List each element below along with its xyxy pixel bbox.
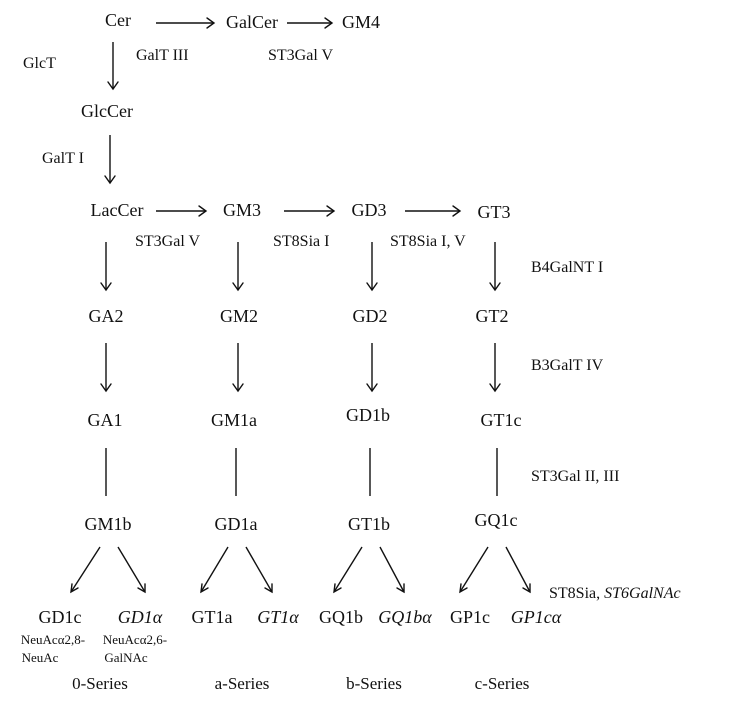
- node-gd1b: GD1b: [346, 405, 390, 425]
- node-gm1b: GM1b: [84, 514, 131, 534]
- enzyme-galt3: GalT III: [136, 47, 189, 64]
- arrow-gm2-gm1a: [232, 343, 244, 393]
- node-gq1b: GQ1b: [319, 607, 363, 627]
- arrow-gt1b-gq1balpha: [379, 546, 405, 594]
- node-gt3: GT3: [478, 202, 511, 222]
- arrow-gm1b-gd1c: [70, 546, 101, 594]
- arrow-gm3-gd3: [284, 205, 336, 217]
- arrow-gm3-gm2: [232, 242, 244, 292]
- arrow-glccer-laccer: [104, 135, 116, 185]
- enzyme-st3gal5: ST3Gal V: [135, 233, 200, 250]
- node-gt1c: GT1c: [481, 410, 522, 430]
- enzyme-st3gal23: ST3Gal II, III: [531, 468, 619, 485]
- node-gt1b: GT1b: [348, 514, 390, 534]
- node-gd3: GD3: [352, 200, 387, 220]
- note-gd1alpha-line1: NeuAcα2,6-: [103, 632, 167, 647]
- arrow-cer-galcer: [156, 17, 216, 29]
- arrow-gt1b-gq1b: [333, 546, 363, 594]
- arrow-gq1c-gp1calpha: [505, 546, 531, 594]
- node-gp1c: GP1c: [450, 607, 490, 627]
- node-gt1alpha: GT1α: [257, 607, 299, 627]
- arrow-gd3-gt3: [405, 205, 462, 217]
- enzyme-galt1: GalT I: [42, 150, 84, 167]
- node-gm4: GM4: [342, 12, 380, 32]
- node-gm1a: GM1a: [211, 410, 257, 430]
- enzyme-st8sia-st6galnac: ST8Sia, ST6GalNAc: [549, 585, 681, 602]
- arrow-gt2-gt1c: [489, 343, 501, 393]
- series-label-a: a-Series: [215, 674, 270, 693]
- enzyme-st6galnac: ST6GalNAc: [604, 585, 680, 602]
- node-gm2: GM2: [220, 306, 258, 326]
- arrow-gd1a-gt1a: [200, 546, 229, 594]
- arrow-gq1c-gp1c: [459, 546, 489, 594]
- arrow-gd2-gd1b: [366, 343, 378, 393]
- node-gd1a: GD1a: [215, 514, 258, 534]
- arrow-ga2-ga1: [100, 343, 112, 393]
- node-cer: Cer: [105, 10, 131, 30]
- node-gd2: GD2: [353, 306, 388, 326]
- enzyme-glct: GlcT: [23, 55, 56, 72]
- enzyme-st8sia15: ST8Sia I, V: [390, 233, 466, 250]
- node-laccer: LacCer: [91, 200, 144, 220]
- note-gd1c-line1: NeuAcα2,8-: [21, 632, 85, 647]
- arrow-gt3-gt2: [489, 242, 501, 292]
- node-ga2: GA2: [89, 306, 124, 326]
- node-gd1c: GD1c: [39, 607, 82, 627]
- arrow-laccer-ga2: [100, 242, 112, 292]
- node-ga1: GA1: [88, 410, 123, 430]
- arrow-gm1b-gd1alpha: [117, 546, 146, 594]
- node-gt1a: GT1a: [192, 607, 233, 627]
- node-glccer: GlcCer: [81, 101, 133, 121]
- enzyme-b3galt4: B3GalT IV: [531, 357, 604, 374]
- node-gq1c: GQ1c: [475, 510, 518, 530]
- arrow-laccer-gm3: [156, 205, 208, 217]
- node-gp1calpha: GP1cα: [511, 607, 562, 627]
- node-gd1alpha: GD1α: [118, 607, 163, 627]
- series-label-b: b-Series: [346, 674, 402, 693]
- arrow-gd3-gd2: [366, 242, 378, 292]
- series-label-c: c-Series: [475, 674, 530, 693]
- note-gd1c-line2: NeuAc: [22, 650, 59, 665]
- note-gd1alpha-line2: GalNAc: [104, 650, 148, 665]
- arrow-gd1a-gt1alpha: [245, 546, 273, 594]
- arrow-cer-glccer: [107, 42, 119, 91]
- node-galcer: GalCer: [226, 12, 278, 32]
- series-label-0: 0-Series: [72, 674, 128, 693]
- node-gt2: GT2: [476, 306, 509, 326]
- node-gm3: GM3: [223, 200, 261, 220]
- arrow-galcer-gm4: [287, 17, 334, 29]
- enzyme-st8sia1: ST8Sia I: [273, 233, 329, 250]
- node-gq1balpha: GQ1bα: [378, 607, 432, 627]
- enzyme-st3gal5-top: ST3Gal V: [268, 47, 333, 64]
- enzyme-b4galnt1: B4GalNT I: [531, 259, 603, 276]
- enzyme-st8sia: ST8Sia,: [549, 585, 604, 602]
